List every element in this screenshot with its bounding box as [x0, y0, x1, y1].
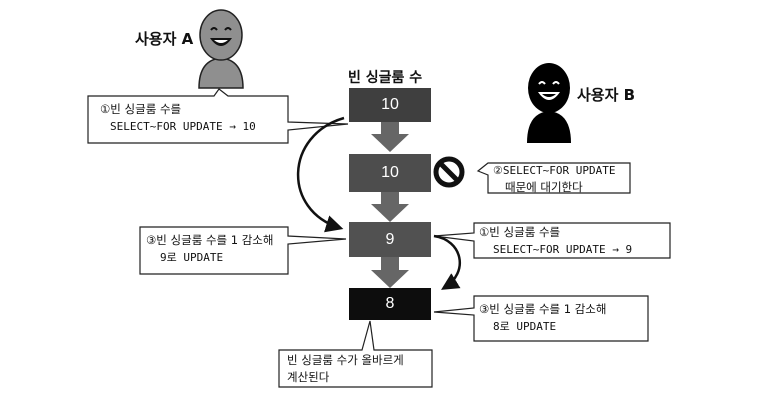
callout-a1: ①빈 싱글룸 수를 SELECT~FOR UPDATE → 10: [100, 101, 286, 135]
step-value-4: 8: [385, 295, 395, 312]
callout-b1-line2: SELECT~FOR UPDATE → 9: [493, 243, 633, 256]
callout-a1-line1: ①빈 싱글룸 수를: [100, 102, 182, 116]
step-value-3: 9: [385, 230, 395, 248]
callout-b3-shape: [433, 295, 649, 342]
curved-arrow-icon: [296, 116, 345, 233]
callout-a3-shape: [139, 226, 347, 275]
down-arrow-icon: [371, 122, 409, 288]
callout-b2: ②SELECT~FOR UPDATE 때문에 대기한다: [493, 162, 629, 196]
step-box-1: [349, 88, 431, 122]
step-box-3: [349, 222, 431, 257]
user-a-avatar-icon: [198, 9, 244, 89]
callout-b2-line2: 때문에 대기한다: [505, 180, 583, 194]
callout-result-line2: 계산된다: [287, 370, 330, 384]
callout-result-shape: [278, 320, 433, 388]
callout-a1-line2: SELECT~FOR UPDATE → 10: [110, 120, 256, 133]
callout-a3-line2: 9로 UPDATE: [160, 251, 224, 264]
user-b-label: 사용자 B: [577, 86, 636, 104]
callout-b1-line1: ①빈 싱글룸 수를: [479, 225, 561, 239]
column-title: 빈 싱글룸 수: [348, 70, 423, 86]
step-box-2: [349, 154, 431, 192]
callout-b1: ①빈 싱글룸 수를 SELECT~FOR UPDATE → 9: [479, 224, 669, 258]
callout-a3-line1: ③빈 싱글룸 수를 1 감소해: [146, 233, 274, 247]
callout-b3-line2: 8로 UPDATE: [493, 320, 557, 333]
callout-b2-shape: [476, 162, 631, 194]
user-b-avatar-icon: [527, 63, 571, 143]
callout-b3: ③빈 싱글룸 수를 1 감소해 8로 UPDATE: [479, 301, 647, 335]
callout-b1-shape: [433, 222, 671, 259]
callout-a1-shape: [87, 88, 349, 144]
step-value-2: 10: [381, 164, 399, 181]
user-a-label: 사용자 A: [135, 30, 194, 48]
callout-result-line1: 빈 싱글룸 수가 올바르게: [287, 353, 404, 367]
curved-arrow-icon: [433, 234, 462, 290]
step-value-1: 10: [381, 96, 399, 113]
callout-b2-line1: ②SELECT~FOR UPDATE: [493, 164, 616, 177]
no-entry-icon: [433, 156, 465, 188]
callout-result: 빈 싱글룸 수가 올바르게 계산된다: [287, 352, 431, 386]
callout-a3: ③빈 싱글룸 수를 1 감소해 9로 UPDATE: [146, 232, 288, 266]
callout-b3-line1: ③빈 싱글룸 수를 1 감소해: [479, 302, 607, 316]
step-box-4: [349, 288, 431, 320]
